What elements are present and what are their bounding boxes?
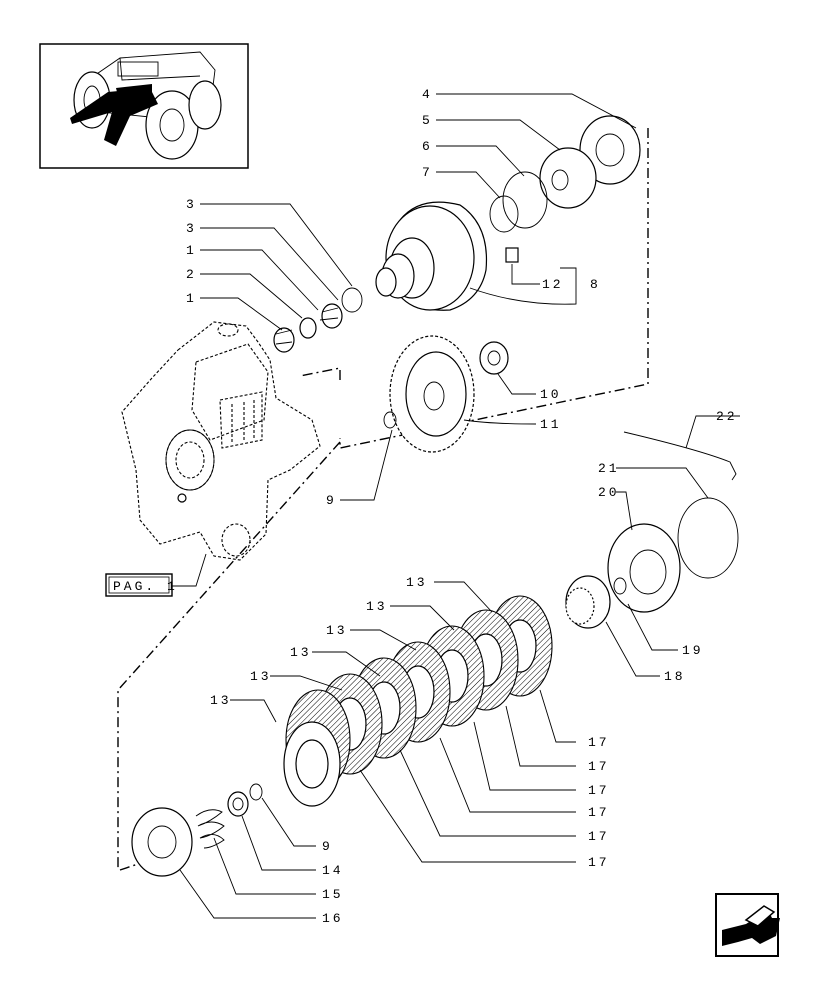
- callout-17: 17: [588, 783, 610, 798]
- bearing-parts: [273, 287, 363, 353]
- callout-17: 17: [588, 855, 610, 870]
- callout-2: 2: [186, 267, 197, 282]
- callout-3: 3: [186, 197, 197, 212]
- callout-13: 13: [406, 575, 428, 590]
- callout-9: 9: [326, 493, 337, 508]
- callout-5: 5: [422, 113, 433, 128]
- tractor-location-thumbnail[interactable]: [39, 43, 249, 169]
- clutch-disc-stack: [283, 595, 553, 807]
- callout-22: 22: [716, 409, 738, 424]
- callout-13: 13: [250, 669, 272, 684]
- callout-4: 4: [422, 87, 433, 102]
- callout-17: 17: [588, 829, 610, 844]
- callout-19: 19: [682, 643, 704, 658]
- callout-8: 8: [590, 277, 601, 292]
- page-reference-label: PAG. 1: [113, 579, 178, 594]
- leader-lines: [172, 93, 740, 919]
- callout-1: 1: [186, 291, 197, 306]
- callout-17: 17: [588, 735, 610, 750]
- gear-11: [383, 335, 509, 453]
- callout-11: 11: [540, 417, 562, 432]
- callouts: 4 5 6 7 3 3 1 2 1 12 8 10 11 9 22 21 20 …: [186, 87, 738, 926]
- clutch-drum: [375, 201, 519, 311]
- callout-13: 13: [290, 645, 312, 660]
- callout-14: 14: [322, 863, 344, 878]
- callout-16: 16: [322, 911, 344, 926]
- assembly-axis-lines: [117, 128, 649, 871]
- pin-12: [505, 247, 519, 263]
- callout-21: 21: [598, 461, 620, 476]
- callout-3: 3: [186, 221, 197, 236]
- callout-13: 13: [326, 623, 348, 638]
- callout-9: 9: [322, 839, 333, 854]
- top-ring-parts: [489, 115, 641, 233]
- right-side-parts: [565, 431, 739, 629]
- callout-15: 15: [322, 887, 344, 902]
- back-arrow-icon[interactable]: [715, 893, 780, 957]
- callout-13: 13: [210, 693, 232, 708]
- callout-6: 6: [422, 139, 433, 154]
- callout-13: 13: [366, 599, 388, 614]
- callout-7: 7: [422, 165, 433, 180]
- callout-18: 18: [664, 669, 686, 684]
- bottom-left-parts: [131, 783, 263, 877]
- callout-20: 20: [598, 485, 620, 500]
- callout-17: 17: [588, 759, 610, 774]
- callout-10: 10: [540, 387, 562, 402]
- callout-17: 17: [588, 805, 610, 820]
- callout-12: 12: [542, 277, 564, 292]
- callout-1: 1: [186, 243, 197, 258]
- page-reference-link[interactable]: PAG. 1: [105, 573, 178, 597]
- transmission-housing: [121, 321, 321, 561]
